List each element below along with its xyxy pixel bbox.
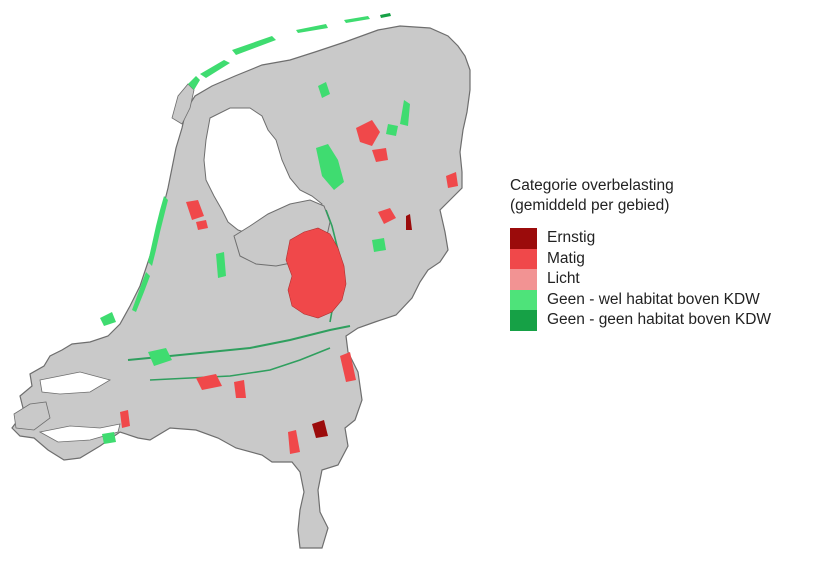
patch-friesland-2 [318, 82, 330, 98]
map-svg [11, 13, 471, 549]
zeeland-walcheren [13, 401, 51, 431]
map-legend: Categorie overbelasting (gemiddeld per g… [510, 176, 839, 331]
westerschelde [38, 423, 121, 443]
zeeland-estuary [39, 371, 112, 395]
patch-drenthe-2 [372, 148, 388, 162]
legend-label: Licht [547, 270, 580, 288]
terschelling [232, 36, 276, 55]
mainland [11, 25, 471, 549]
legend-swatch [510, 310, 537, 331]
vlieland [200, 60, 230, 78]
patch-friesland-1 [316, 144, 344, 190]
patch-brabant-2 [196, 374, 222, 390]
legend-item-geen-geen: Geen - geen habitat boven KDW [510, 310, 839, 331]
patch-drenthe-1 [356, 120, 380, 146]
patch-groningen [400, 100, 410, 126]
legend-swatch [510, 228, 537, 249]
rottumeroog [380, 13, 391, 18]
patch-drenthe-3 [386, 124, 398, 136]
legend-swatch [510, 269, 537, 290]
legend-list: Ernstig Matig Licht Geen - wel habitat b… [510, 228, 839, 331]
legend-item-geen-wel: Geen - wel habitat boven KDW [510, 289, 839, 310]
netherlands-map [11, 13, 471, 549]
patch-limburg-3 [288, 430, 300, 454]
patch-overijssel-3 [372, 238, 386, 252]
coastal-dunes [148, 196, 168, 266]
wadden-green-1 [188, 76, 200, 90]
ameland [296, 24, 328, 33]
legend-item-matig: Matig [510, 248, 839, 269]
legend-label: Ernstig [547, 229, 596, 247]
veluwe-area [285, 227, 347, 319]
coastal-dunes-2 [132, 272, 150, 312]
patch-zeeland [102, 432, 116, 444]
schiermonnikoog [344, 16, 370, 23]
legend-label: Geen - geen habitat boven KDW [547, 311, 772, 329]
legend-item-ernstig: Ernstig [510, 228, 839, 249]
patch-limburg-1 [340, 352, 356, 382]
patch-overijssel-1 [378, 208, 396, 224]
patch-noordholland-2 [196, 220, 208, 230]
legend-title-line2: (gemiddeld per gebied) [510, 197, 670, 214]
patch-twente [446, 172, 458, 188]
legend-swatch [510, 248, 537, 269]
patch-south-holland [100, 312, 116, 326]
patch-brabant-1 [148, 348, 172, 366]
legend-item-licht: Licht [510, 269, 839, 290]
patch-brabant-3 [234, 380, 246, 398]
legend-label: Matig [547, 249, 585, 267]
patch-zeeland-2 [120, 410, 130, 428]
patch-utrecht [216, 252, 226, 278]
legend-label: Geen - wel habitat boven KDW [547, 290, 760, 308]
patch-overijssel-2 [406, 214, 412, 230]
patch-limburg-2 [312, 420, 328, 438]
river-maas [149, 347, 331, 381]
legend-title-line1: Categorie overbelasting [510, 177, 674, 194]
legend-swatch [510, 289, 537, 310]
patch-noordholland [186, 200, 204, 220]
